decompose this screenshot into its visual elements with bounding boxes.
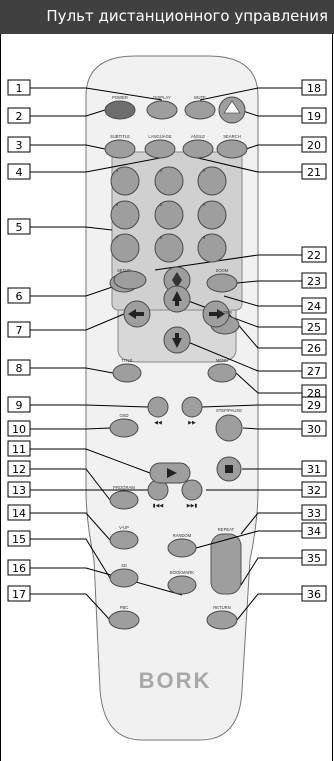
callout-number: 34 xyxy=(307,525,321,538)
callout-number: 4 xyxy=(16,166,23,179)
callout-number: 3 xyxy=(16,139,23,152)
vup-button-label: V-UP xyxy=(119,525,129,530)
callout-number: 12 xyxy=(12,463,26,476)
callout-number: 36 xyxy=(307,588,321,601)
callout-number: 2 xyxy=(16,110,23,123)
callout-number: 35 xyxy=(307,552,321,565)
callout-number: 6 xyxy=(16,290,23,303)
pbc-button[interactable] xyxy=(109,611,139,629)
mute-button[interactable] xyxy=(185,101,215,119)
callout-number: 21 xyxy=(307,166,321,179)
callout-number: 16 xyxy=(12,562,26,575)
callout-line xyxy=(30,428,110,429)
display-button[interactable] xyxy=(147,101,177,119)
callout-number: 29 xyxy=(307,399,321,412)
stop-icon xyxy=(225,465,233,473)
callout-line xyxy=(243,428,302,429)
forward-icon: ▶▶ xyxy=(188,420,196,426)
display-button-label: DISPLAY xyxy=(153,95,171,100)
callout-number: 1 xyxy=(16,82,23,95)
repeat-label: REPEAT xyxy=(218,527,235,532)
callout-number: 27 xyxy=(307,365,321,378)
pbc-button-label: PBC xyxy=(120,605,129,610)
callout-number: 5 xyxy=(16,221,23,234)
callout-number: 32 xyxy=(307,484,321,497)
power-button-label: POWER xyxy=(112,95,128,100)
callout-number: 33 xyxy=(307,507,321,520)
skip-forward-button[interactable] xyxy=(182,480,202,500)
program-button-label: PROGRAM xyxy=(113,485,135,490)
enter-button-label: ENTER xyxy=(218,310,232,315)
callout-number: 9 xyxy=(16,399,23,412)
bookmark-button[interactable] xyxy=(168,576,196,594)
program-button[interactable] xyxy=(110,491,138,509)
power-button[interactable] xyxy=(105,101,135,119)
sd-button-label: SD xyxy=(121,563,127,568)
rewind-button[interactable] xyxy=(148,397,168,417)
menu-button[interactable] xyxy=(208,364,236,382)
callout-number: 11 xyxy=(12,443,26,456)
zoom-button[interactable] xyxy=(207,274,237,292)
title-button[interactable] xyxy=(113,364,141,382)
osd-button-label: OSD xyxy=(119,413,128,418)
search-button[interactable] xyxy=(217,140,247,158)
callout-number: 8 xyxy=(16,362,23,375)
mute-button-label: MUTE xyxy=(194,95,206,100)
menu-button-label: MENU xyxy=(216,358,228,363)
callout-number: 7 xyxy=(16,324,23,337)
sd-button[interactable] xyxy=(110,569,138,587)
callout-number: 25 xyxy=(307,321,321,334)
angle-button[interactable] xyxy=(183,140,213,158)
bookmark-button-label: BOOKMARK xyxy=(170,570,194,575)
forward-button[interactable] xyxy=(182,397,202,417)
step-pause-button[interactable] xyxy=(216,415,242,441)
skip-back-icon: ▮◀◀ xyxy=(153,503,164,509)
callout-number: 14 xyxy=(12,507,26,520)
callout-number: 19 xyxy=(307,110,321,123)
setup-button-label: SETUP xyxy=(117,268,131,273)
callout-number: 26 xyxy=(307,342,321,355)
subtitle-button-label: SUBTITLE xyxy=(110,134,130,139)
callout-number: 31 xyxy=(307,463,321,476)
callout-number: 24 xyxy=(307,300,321,313)
return-button[interactable] xyxy=(207,611,237,629)
return-button-label: RETURN xyxy=(213,605,230,610)
callout-number: 18 xyxy=(307,82,321,95)
zoom-button-label: ZOOM xyxy=(216,268,229,273)
callout-number: 23 xyxy=(307,275,321,288)
callout-number: 13 xyxy=(12,484,26,497)
title-button-label: TITLE xyxy=(121,358,133,363)
language-button[interactable] xyxy=(145,140,175,158)
callout-number: 30 xyxy=(307,423,321,436)
vup-button[interactable] xyxy=(110,531,138,549)
callout-number: 20 xyxy=(307,139,321,152)
brand-logo-text: BORK xyxy=(139,668,212,693)
language-button-label: LANGUAGE xyxy=(148,134,171,139)
random-button[interactable] xyxy=(168,539,196,557)
skip-forward-icon: ▶▶▮ xyxy=(187,503,198,509)
brand-logo: BORK xyxy=(139,668,212,693)
angle-button-label: ANGLE xyxy=(191,134,205,139)
callout-number: 15 xyxy=(12,533,26,546)
subtitle-button[interactable] xyxy=(105,140,135,158)
callout-number: 17 xyxy=(12,588,26,601)
digit-button-0[interactable] xyxy=(114,271,146,289)
callout-number: 10 xyxy=(12,423,26,436)
callout-number: 22 xyxy=(307,249,321,262)
rewind-icon: ◀◀ xyxy=(154,420,162,426)
osd-button[interactable] xyxy=(110,419,138,437)
random-button-label: RANDOM xyxy=(173,533,192,538)
step-pause-label: STEP/PAUSE xyxy=(216,408,242,413)
search-button-label: SEARCH xyxy=(223,134,240,139)
